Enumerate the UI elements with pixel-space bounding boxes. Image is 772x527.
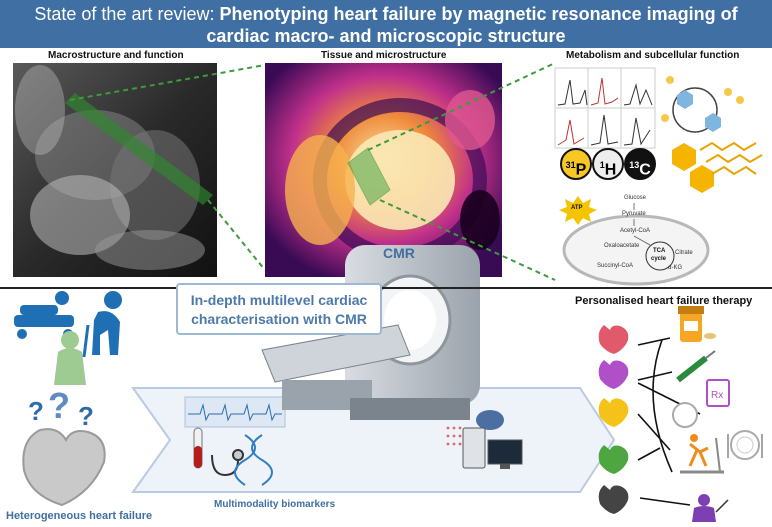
heart-icon	[598, 398, 629, 427]
slice-band	[65, 93, 213, 205]
treadmill-icon	[680, 434, 724, 474]
atp-burst-icon	[559, 196, 597, 225]
section-title-macro: Macrostructure and function	[48, 50, 184, 61]
prescription-icon: Rx	[706, 379, 730, 407]
heart-icon	[22, 428, 106, 507]
citrate-label: Citrate	[675, 250, 693, 256]
oxaloacetate-label: Oxaloacetate	[604, 243, 640, 249]
isotope-carbon: 13C	[624, 148, 656, 180]
connector-lines	[69, 62, 556, 281]
cmr-callout: In-depth multilevel cardiac characterisa…	[176, 283, 382, 335]
svg-text:?: ?	[48, 385, 70, 426]
section-divider	[0, 287, 772, 289]
heart-icon	[598, 445, 629, 474]
isotope-hydrogen: 1H	[592, 148, 624, 180]
tca-label: TCA	[653, 248, 666, 254]
elderly-person-icon	[54, 291, 122, 385]
acetyl-coa-label: Acetyl-CoA	[620, 228, 651, 234]
section-title-tissue: Tissue and microstructure	[321, 50, 447, 61]
therapy-hearts	[598, 325, 629, 514]
glucose-label: Glucose	[624, 195, 647, 201]
heart-icon	[598, 360, 629, 389]
plate-icon	[672, 402, 763, 460]
title-bold: Phenotyping heart failure by magnetic re…	[219, 4, 738, 24]
cycle-label: cycle	[651, 256, 667, 262]
isotope-phosphorus: 31P	[560, 148, 592, 180]
patient-bed-icon	[14, 291, 74, 339]
akg-label: α-KG	[668, 265, 683, 271]
test-tube-icon	[193, 427, 203, 469]
cine-mri-image	[13, 63, 217, 277]
section-title-therapy: Personalised heart failure therapy	[575, 295, 753, 307]
title-banner: State of the art review: Phenotyping hea…	[0, 0, 772, 48]
svg-text:?: ?	[78, 401, 94, 431]
title-prefix: State of the art review:	[34, 4, 220, 24]
dna-icon	[234, 434, 273, 486]
title-line-1: State of the art review: Phenotyping hea…	[0, 0, 772, 25]
surgeon-icon	[692, 494, 729, 522]
pill-bottle-icon	[678, 306, 716, 342]
therapy-links	[637, 337, 701, 506]
ecg-icon	[184, 396, 286, 428]
pyruvate-label: Pyruvate	[622, 211, 646, 217]
section-title-metabolism: Metabolism and subcellular function	[566, 50, 740, 61]
callout-line-1: In-depth multilevel cardiac	[190, 292, 368, 308]
biomarkers-label: Multimodality biomarkers	[214, 499, 336, 510]
heterogeneous-hf-label: Heterogeneous heart failure	[6, 510, 153, 522]
atp-label: ATP	[571, 205, 583, 211]
cmr-label: CMR	[383, 245, 415, 261]
heart-icon	[598, 325, 629, 354]
succinyl-coa-label: Succinyl-CoA	[597, 263, 634, 269]
heart-icon	[598, 485, 629, 514]
syringe-icon	[676, 350, 716, 383]
title-line-2: cardiac macro- and microscopic structure	[206, 26, 566, 46]
metabolic-network-icon	[661, 76, 763, 193]
tissue-map-image	[265, 63, 502, 277]
svg-text:?: ?	[28, 396, 44, 426]
svg-text:Rx: Rx	[711, 390, 723, 401]
spectra-panel	[554, 67, 656, 149]
question-mark-icon: ? ? ?	[28, 385, 94, 431]
mitochondrion-icon	[562, 214, 710, 286]
glycolysis-arrows	[633, 203, 651, 246]
brain-computer-icon	[446, 410, 523, 469]
callout-line-2: characterisation with CMR	[191, 311, 367, 327]
